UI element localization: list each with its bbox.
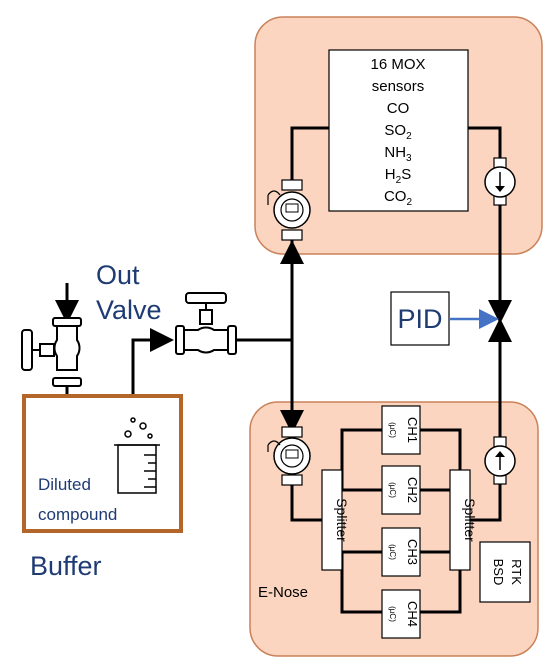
bsd-label: BSD [491, 559, 506, 586]
channel-4-unit: (µC) [388, 606, 397, 622]
rtk-bsd-box [479, 541, 531, 603]
channel-1-name: CH1 [405, 417, 420, 443]
inlet-valve-icon [21, 317, 82, 387]
channel-box-2 [381, 465, 421, 515]
channel-3-name: CH3 [405, 539, 420, 565]
buffer-compound-line2: compound [38, 505, 117, 524]
sensor-line-2: sensors [372, 78, 425, 95]
sensor-line-co2: CO2 [384, 188, 413, 208]
splitter-left-label: Splitter [334, 498, 350, 542]
out-valve-icon [175, 292, 237, 355]
channel-box-1 [381, 405, 421, 455]
sensor-line-nh3: NH3 [384, 144, 412, 164]
channel-4-name: CH4 [405, 601, 420, 627]
out-valve-label-line2: Valve [96, 295, 162, 325]
splitter-right [449, 469, 471, 571]
pid-label: PID [397, 304, 442, 334]
enose-label: E-Nose [258, 584, 308, 601]
channel-box-3 [381, 527, 421, 577]
buffer-label: Buffer [30, 551, 102, 581]
sensor-line-co: CO [387, 100, 410, 117]
beaker-icon [114, 417, 160, 494]
sensor-box [328, 49, 469, 212]
channel-3-unit: (µC) [388, 544, 397, 560]
pump-icon-top [484, 157, 516, 206]
sensor-line-1: 16 MOX [370, 56, 425, 73]
channel-2-name: CH2 [405, 477, 420, 503]
pump-icon-bottom [484, 436, 516, 485]
splitter-left [321, 469, 343, 571]
channel-box-4 [381, 589, 421, 639]
channel-1-unit: (µC) [388, 422, 397, 438]
buffer-compound-line1: Diluted [38, 475, 91, 494]
splitter-right-label: Splitter [462, 498, 478, 542]
channel-2-unit: (µC) [388, 482, 397, 498]
sensor-line-h2s: H2S [385, 166, 411, 186]
out-valve-label-line1: Out [96, 260, 140, 290]
flow-meter-icon-bottom [267, 426, 311, 486]
sensor-line-so2: SO2 [384, 122, 412, 142]
rtk-label: RTK [509, 559, 524, 585]
flow-meter-icon-top [267, 179, 311, 241]
